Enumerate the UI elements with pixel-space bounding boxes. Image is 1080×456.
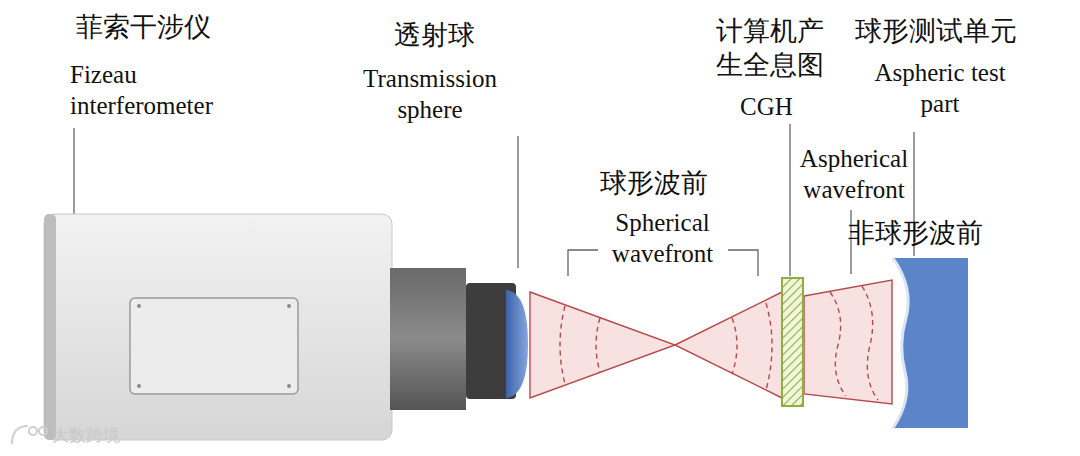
cgh-plate bbox=[782, 278, 803, 406]
transmission-lens bbox=[506, 290, 528, 398]
wavefront-name-zh: 非球形波前 bbox=[848, 216, 1018, 250]
beams bbox=[530, 280, 892, 404]
watermark: 大数跨境 bbox=[52, 424, 152, 447]
part-name-zh: 计算机产 生全息图 bbox=[716, 14, 832, 82]
test-surface bbox=[893, 258, 908, 428]
part-name-en: Transmission sphere bbox=[340, 64, 520, 125]
part-name-en: Fizeau interferometer bbox=[70, 60, 275, 121]
panel bbox=[130, 298, 298, 394]
part-name-en: CGH bbox=[740, 92, 820, 123]
aspheric-test-part bbox=[893, 258, 968, 428]
neck bbox=[390, 268, 466, 410]
wavefront-name-en: Aspherical wavefront bbox=[774, 144, 934, 205]
body-edge bbox=[44, 214, 56, 440]
part-name-zh: 球形测试单元 bbox=[855, 14, 1070, 48]
part-name-en: Aspheric test part bbox=[865, 58, 1015, 119]
wavefront-arcs bbox=[560, 286, 878, 400]
part-name-zh: 透射球 bbox=[394, 18, 504, 52]
watermark-icon bbox=[12, 426, 47, 444]
interferometer-body bbox=[44, 214, 392, 440]
part-name-zh: 菲索干涉仪 bbox=[76, 10, 246, 44]
wavefront-name-en: Spherical wavefront bbox=[580, 208, 745, 269]
panel-screws bbox=[137, 304, 291, 388]
wavefront-name-zh: 球形波前 bbox=[600, 166, 740, 200]
